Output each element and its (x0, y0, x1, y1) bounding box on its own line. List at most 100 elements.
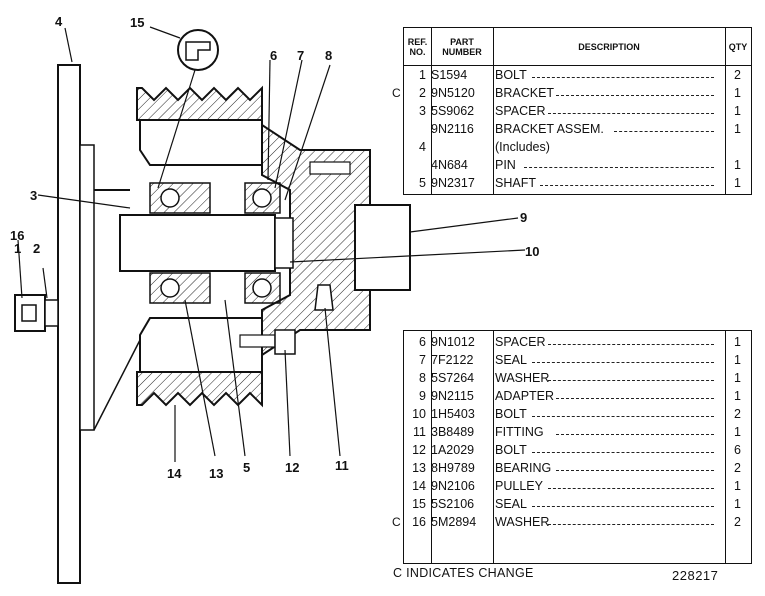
part-number: 9N2317 (431, 176, 475, 190)
leader-dashes (613, 131, 714, 132)
col-divider (493, 28, 494, 194)
quantity: 6 (734, 443, 741, 457)
col-divider (431, 331, 432, 563)
ref-no: 12 (412, 443, 426, 457)
fitting (314, 284, 334, 311)
part-number: S1594 (431, 68, 468, 82)
ref-no: 4 (419, 140, 426, 154)
col-divider (431, 28, 432, 194)
ref-no: 1 (419, 68, 426, 82)
bearing-lower (149, 272, 281, 304)
pulley-hub (261, 123, 411, 357)
ref-no: 11 (413, 425, 426, 439)
leader-dashes (531, 77, 714, 78)
part-number: 9N5120 (431, 86, 475, 100)
header-part: PART NUMBER (431, 28, 493, 66)
ref-no: 5 (419, 176, 426, 190)
leader-dashes (556, 470, 714, 471)
leader-dashes (556, 95, 714, 96)
part-number: 4N684 (431, 158, 468, 172)
description: ADAPTER (495, 389, 555, 403)
description: BOLT (495, 443, 527, 457)
callout-8: 8 (325, 48, 332, 63)
leader-dashes (531, 416, 714, 417)
header-desc: DESCRIPTION (493, 28, 725, 66)
leader-dashes (548, 344, 714, 345)
description: SEAL (495, 353, 527, 367)
quantity: 1 (734, 104, 741, 118)
ref-no: 9 (419, 389, 426, 403)
part-number: 1H5403 (431, 407, 475, 421)
part-number: 3B8489 (431, 425, 475, 439)
table-row: 11 3B8489 FITTING 1 (404, 423, 751, 441)
description: WASHER (495, 515, 550, 529)
description: SPACER (495, 335, 546, 349)
quantity: 1 (734, 176, 741, 190)
ref-no: 16 (412, 515, 426, 529)
callout-7: 7 (297, 48, 304, 63)
quantity: 1 (734, 335, 741, 349)
ref-no: 7 (419, 353, 426, 367)
quantity: 1 (734, 371, 741, 385)
ref-no: 2 (419, 86, 426, 100)
part-number: 9N2106 (431, 479, 475, 493)
leader-dashes (548, 380, 714, 381)
part-number: 5S2106 (431, 497, 475, 511)
table-row: 12 1A2029 BOLT 6 (404, 441, 751, 459)
description: WASHER (495, 371, 550, 385)
part-number: 9N2116 (431, 122, 474, 136)
description: PIN (495, 158, 516, 172)
quantity: 1 (734, 425, 741, 439)
quantity: 2 (734, 407, 741, 421)
callout-16: 16 (10, 228, 24, 243)
quantity: 2 (734, 68, 741, 82)
leader-dashes (531, 506, 714, 507)
description: BOLT (495, 407, 527, 421)
description: BRACKET (495, 86, 555, 100)
change-note: C INDICATES CHANGE (393, 566, 534, 580)
part-number: 5M2894 (431, 515, 477, 529)
col-divider (493, 331, 494, 563)
callout-11: 11 (335, 458, 349, 473)
part-number: 5S9062 (431, 104, 475, 118)
callout-9: 9 (520, 210, 527, 225)
description: FITTING (495, 425, 544, 439)
callout-3: 3 (30, 188, 37, 203)
leader-dashes (540, 185, 714, 186)
quantity: 1 (734, 158, 741, 172)
callout-15: 15 (130, 15, 144, 30)
ref-no: 3 (419, 104, 426, 118)
illustration-number: 228217 (672, 568, 719, 583)
table-row: 4 (Includes) (404, 138, 751, 156)
quantity: 2 (734, 461, 741, 475)
description: (Includes) (495, 140, 550, 154)
pulley-upper (136, 85, 263, 166)
callout-5: 5 (243, 460, 250, 475)
quantity: 1 (734, 353, 741, 367)
part-number: 8H9789 (431, 461, 475, 475)
bolt-lower (239, 329, 296, 355)
leader-dashes (556, 398, 714, 399)
pulley-lower (136, 317, 263, 408)
quantity: 1 (734, 122, 741, 136)
leader-dashes (548, 524, 714, 525)
callout-13: 13 (209, 466, 223, 481)
part-number: 7F2122 (431, 353, 474, 367)
description: BEARING (495, 461, 552, 475)
header-ref: REF. NO. (404, 28, 431, 66)
leader-dashes (531, 452, 714, 453)
part-number: 1A2029 (431, 443, 475, 457)
bracket-plate (57, 64, 141, 584)
quantity: 2 (734, 515, 741, 529)
change-marker: C (392, 86, 401, 100)
shaft (119, 214, 294, 272)
leader-dashes (556, 434, 714, 435)
